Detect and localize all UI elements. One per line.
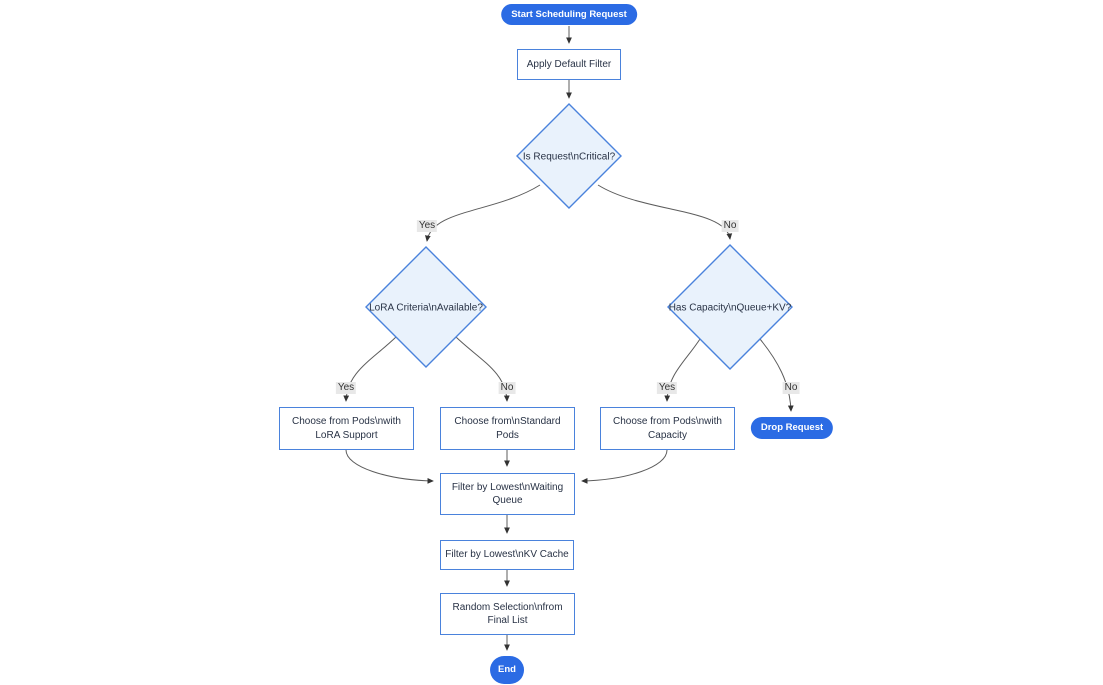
node-filter-waiting-queue: Filter by Lowest\nWaiting Queue xyxy=(440,473,575,515)
node-drop-request-label: Drop Request xyxy=(760,422,824,434)
node-start-label: Start Scheduling Request xyxy=(511,8,627,20)
decision-text: Is Request\nCritical? xyxy=(522,151,616,163)
node-filter-waiting-queue-line1: Filter by Lowest\nWaiting xyxy=(451,481,564,493)
node-choose-standard-pods-line1: Choose from\nStandard xyxy=(454,416,561,427)
node-choose-pods-lora-line2: LoRA Support xyxy=(315,429,378,441)
decision-text: Has Capacity\nQueue+KV? xyxy=(668,302,792,314)
node-drop-request: Drop Request xyxy=(750,417,834,439)
edge-choose-lora-to-filter-queue xyxy=(345,449,434,484)
node-choose-standard-pods-line2: Pods xyxy=(496,429,519,441)
node-filter-kv-cache-label: Filter by Lowest\nKV Cache xyxy=(445,549,569,561)
node-end-label: End xyxy=(498,664,516,676)
node-random-selection: Random Selection\nfrom Final List xyxy=(440,593,575,635)
node-filter-kv-cache: Filter by Lowest\nKV Cache xyxy=(440,540,574,570)
node-apply-default-filter-label: Apply Default Filter xyxy=(526,58,612,70)
edge-label-capacity-yes: Yes xyxy=(656,382,678,394)
node-choose-pods-lora-line1: Choose from Pods\nwith xyxy=(292,416,401,427)
node-is-request-critical-label: Is Request\nCritical? xyxy=(523,152,615,163)
edge-label-critical-no: No xyxy=(721,220,739,232)
node-start: Start Scheduling Request xyxy=(501,4,637,25)
node-apply-default-filter: Apply Default Filter xyxy=(517,49,621,80)
node-choose-standard-pods: Choose from\nStandard Pods xyxy=(440,407,575,450)
edge-label-text: No xyxy=(784,382,798,393)
edge-label-text: Yes xyxy=(337,382,355,393)
node-random-selection-line1: Random Selection\nfrom xyxy=(452,601,563,613)
decision-lora-criteria-available xyxy=(365,246,487,368)
edge-choose-capacity-to-filter-queue xyxy=(581,449,668,484)
node-filter-waiting-queue-line2: Queue xyxy=(492,495,523,506)
edge-label-text: No xyxy=(500,382,514,393)
node-random-selection-line2: Final List xyxy=(487,615,528,626)
node-lora-criteria-available-label: LoRA Criteria\nAvailable? xyxy=(369,303,483,314)
node-choose-pods-capacity: Choose from Pods\nwith Capacity xyxy=(600,407,735,450)
edge-label-text: Yes xyxy=(658,382,676,393)
node-has-capacity-queue-kv-label: Has Capacity\nQueue+KV? xyxy=(669,303,792,314)
decision-text: LoRA Criteria\nAvailable? xyxy=(369,302,483,314)
node-choose-pods-lora: Choose from Pods\nwith LoRA Support xyxy=(279,407,414,450)
edge-label-text: Yes xyxy=(418,220,436,231)
node-choose-pods-capacity-line1: Choose from Pods\nwith xyxy=(613,416,722,427)
node-end: End xyxy=(490,656,524,684)
edge-label-text: No xyxy=(723,220,737,231)
decision-is-request-critical xyxy=(516,103,622,209)
edge-label-lora-no: No xyxy=(498,382,516,394)
edge-critical-no-to-capacity xyxy=(597,184,733,240)
decision-has-capacity-queue-kv xyxy=(667,244,793,370)
edge-label-capacity-no: No xyxy=(782,382,800,394)
edge-label-critical-yes: Yes xyxy=(416,220,438,232)
edge-critical-yes-to-lora xyxy=(424,184,541,242)
edge-label-lora-yes: Yes xyxy=(335,382,357,394)
node-choose-pods-capacity-line2: Capacity xyxy=(648,429,687,441)
edge-capacity-no-to-drop xyxy=(759,338,794,412)
